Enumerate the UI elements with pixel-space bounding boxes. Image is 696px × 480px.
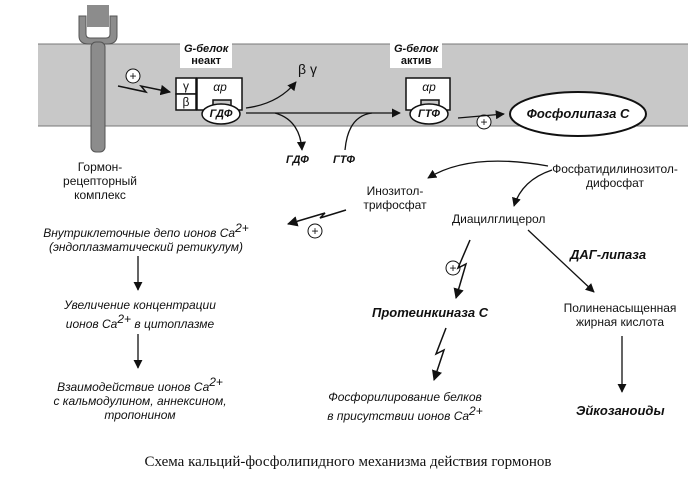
ip3-line-1: Инозитол- <box>366 184 424 198</box>
calcium-depot-label: Внутриклеточные депо ионов Ca2+ (эндопла… <box>6 221 286 254</box>
calcium-increase-line-1: Увеличение концентрации <box>64 298 216 312</box>
calcium-interaction-line-1: Взаимодействие ионов Ca <box>57 380 210 394</box>
arrow-ip3-to-depot <box>286 209 347 227</box>
plus-receptor: + <box>129 69 137 83</box>
phosphorylation-charge: 2+ <box>469 404 483 418</box>
calcium-interaction-charge: 2+ <box>209 375 223 389</box>
calcium-depot-line-1: Внутриклеточные депо ионов Ca <box>43 226 236 240</box>
receptor-label-line-2: рецепторный <box>63 174 137 188</box>
pufa-label: Полиненасыщенная жирная кислота <box>550 301 690 329</box>
plus-circle-ip3 <box>307 223 323 239</box>
hormone-square <box>87 5 109 27</box>
calcium-increase-line-2b: в цитоплазме <box>131 317 215 331</box>
arrow-gtp-binding <box>344 112 373 151</box>
g-protein-inactive-complex <box>175 77 243 125</box>
plus-plc: + <box>480 115 488 129</box>
pufa-line-1: Полиненасыщенная <box>563 301 677 315</box>
plus-ip3: + <box>311 224 319 238</box>
g-protein-active-title: G-белок <box>394 43 439 55</box>
alpha-label-inactive: αр <box>213 80 227 94</box>
g-protein-active-state: актив <box>400 55 432 67</box>
gtp-label-bound: ГТФ <box>418 108 440 120</box>
arrow-plc-to-dag <box>512 169 553 207</box>
pufa-line-2: жирная кислота <box>575 315 665 329</box>
phospholipase-c-oval <box>509 91 647 137</box>
ip3-label: Инозитол- трифосфат <box>345 184 445 212</box>
beta-gamma-label: β γ <box>298 61 317 77</box>
eicosanoids-label: Эйкозаноиды <box>576 403 665 418</box>
protein-kinase-c-label: Протеинкиназа С <box>372 305 489 320</box>
hormone-receptor-complex <box>78 5 118 153</box>
arrow-dag-to-pufa <box>527 229 595 293</box>
signal-arrow-receptor <box>117 84 172 96</box>
alpha-label-active: αр <box>422 80 436 94</box>
calcium-interaction-label: Взаимодействие ионов Ca2+ с кальмодулино… <box>20 375 260 422</box>
calcium-increase-charge: 2+ <box>117 312 132 326</box>
receptor-label-line-3: комплекс <box>74 188 126 202</box>
gdp-label-bound: ГДФ <box>209 108 233 120</box>
dag-lipase-label: ДАГ-липаза <box>570 247 647 262</box>
plus-circle-plc <box>476 114 492 130</box>
pip2-line-2: дифосфат <box>585 176 645 190</box>
receptor-stem <box>90 41 106 153</box>
figure-caption: Схема кальций-фосфолипидного механизма д… <box>144 454 552 470</box>
calcium-increase-label: Увеличение концентрации ионов Ca2+ в цит… <box>30 298 250 331</box>
calcium-interaction-line-2: с кальмодулином, аннексином, <box>53 394 227 408</box>
arrow-gdp-release <box>274 112 306 151</box>
g-protein-inactive-label: G-белок неакт <box>180 42 233 68</box>
g-protein-active-complex <box>405 77 451 125</box>
plus-circle-receptor <box>125 68 141 84</box>
free-gtp-label: ГТФ <box>333 154 355 166</box>
dag-label: Диацилглицерол <box>452 212 546 226</box>
gamma-label: γ <box>183 79 189 93</box>
gtp-oval <box>409 103 449 125</box>
beta-subunit <box>175 93 197 111</box>
calcium-interaction-line-3: тропонином <box>104 408 176 422</box>
pip2-label: Фосфатидилинозитол- дифосфат <box>540 162 690 190</box>
pip2-line-1: Фосфатидилинозитол- <box>552 162 678 176</box>
arrow-to-phospholipase <box>457 110 505 120</box>
g-protein-inactive-state: неакт <box>191 55 222 67</box>
g-protein-active-label: G-белок актив <box>390 42 443 68</box>
alpha-subunit-inactive <box>196 77 243 111</box>
arrow-plc-to-ip3 <box>427 160 549 179</box>
phosphorylation-line-1: Фосфорилирование белков <box>328 390 482 404</box>
phospholipase-c-label: Фосфолипаза С <box>526 106 630 121</box>
receptor-cup <box>78 15 118 45</box>
gdp-oval <box>201 103 241 125</box>
free-gdp-label: ГДФ <box>286 154 309 166</box>
phosphorylation-label: Фосфорилирование белков в присутствии ио… <box>300 390 510 423</box>
receptor-label: Гормон- рецепторный комплекс <box>55 160 145 202</box>
phosphorylation-line-2: в присутствии ионов Ca <box>327 409 470 423</box>
calcium-depot-line-2: (эндоплазматический ретикулум) <box>49 240 243 254</box>
arrow-dag-to-pkc <box>453 239 471 300</box>
ip3-line-2: трифосфат <box>363 198 427 212</box>
g-protein-inactive-title: G-белок <box>184 43 229 55</box>
plus-circle-dag <box>445 260 461 276</box>
plus-dag: + <box>449 261 457 275</box>
arrow-pkc-to-phosphorylation <box>432 327 447 381</box>
beta-label: β <box>182 95 190 109</box>
arrow-to-beta-gamma <box>245 81 297 109</box>
receptor-label-line-1: Гормон- <box>77 160 123 174</box>
calcium-increase-line-2a: ионов Ca <box>65 317 118 331</box>
calcium-depot-charge: 2+ <box>235 221 249 235</box>
